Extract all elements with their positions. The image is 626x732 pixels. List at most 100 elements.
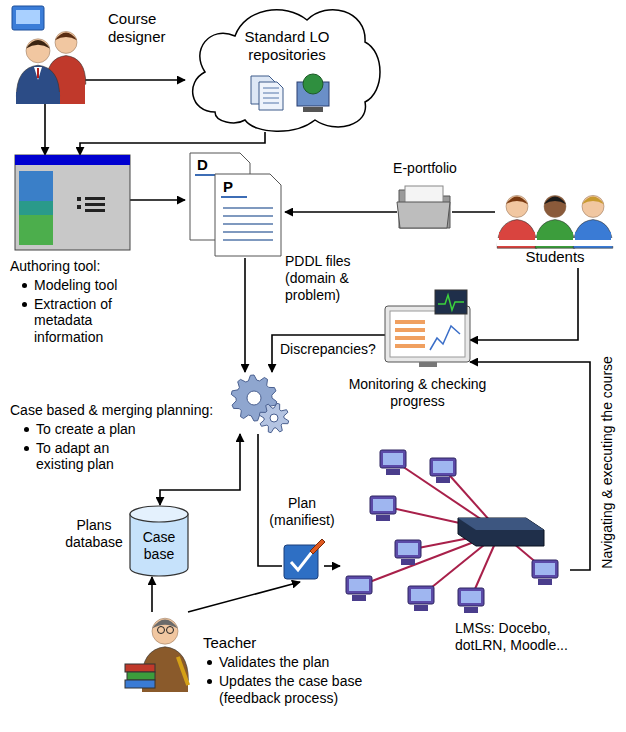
window-panel — [19, 171, 53, 201]
person-hair — [506, 197, 528, 205]
cloud-icon — [185, 0, 385, 132]
pc-display — [349, 579, 369, 591]
connector-arrow — [258, 434, 282, 566]
pc-screen — [370, 496, 396, 514]
node-label: Teacher — [203, 634, 313, 652]
bullet-text: Updates the case base (feedback process) — [205, 673, 400, 707]
connector-arrow — [285, 211, 397, 213]
book-icon — [125, 664, 155, 672]
pc-base — [414, 605, 428, 611]
pc-base — [538, 579, 552, 585]
person-head — [55, 31, 77, 53]
diagram-node: TeacherValidates the planUpdates the cas… — [125, 612, 465, 708]
node-label: Authoring tool: — [10, 258, 185, 275]
window-title-bar — [15, 155, 130, 165]
diagram-node: E-portfolio — [375, 160, 475, 232]
students-icon — [495, 188, 615, 246]
node-text: Case base — [128, 529, 190, 563]
bullet-text: Modeling tool — [20, 277, 160, 294]
node-label: Plans database — [60, 517, 128, 551]
gears-icon — [228, 372, 290, 434]
node-label: Course designer — [108, 10, 190, 46]
doc-line — [263, 88, 279, 89]
tie — [37, 68, 39, 78]
pulse-window — [435, 290, 467, 314]
check-mark — [291, 552, 312, 570]
screen-card — [16, 10, 40, 24]
pc-base — [376, 515, 390, 521]
diagram-node: Plans databaseCase base — [60, 505, 195, 579]
node-text: P — [223, 178, 239, 196]
screen-card — [12, 6, 44, 30]
window-icon — [77, 197, 81, 201]
diagram-node: Standard LO repositories — [185, 0, 385, 134]
connector-arrow — [44, 104, 46, 155]
diagram-node: LMSs: Docebo, dotLRN, Moodle... — [340, 448, 620, 656]
network-icon — [340, 448, 570, 613]
pc-display — [398, 543, 418, 555]
doc-line — [223, 207, 273, 209]
node-label: D — [197, 156, 213, 174]
pencil-icon — [176, 656, 190, 686]
doc-line — [263, 103, 279, 104]
connector-arrow — [470, 268, 578, 340]
shirt — [34, 67, 42, 80]
person-head — [26, 39, 50, 63]
bullet-text: To create a plan — [22, 421, 148, 438]
pc-screen — [408, 586, 434, 604]
node-label: E-portfolio — [375, 160, 475, 177]
window-icon — [15, 155, 130, 250]
designer-icon — [10, 4, 85, 104]
connector-arrow — [324, 565, 340, 567]
person-body — [537, 232, 573, 240]
person-head — [544, 195, 566, 217]
window-icon — [85, 197, 105, 200]
teacher-icon — [125, 612, 197, 692]
glasses — [167, 627, 174, 634]
edge-label: Discrepancies? — [278, 341, 378, 358]
connector-arrow — [130, 199, 185, 201]
bullet-text: To adapt an existing plan — [22, 440, 148, 474]
node-label: Students — [490, 248, 620, 266]
window-panel — [19, 171, 53, 245]
pc-display — [461, 591, 481, 603]
doc-line — [263, 98, 279, 99]
bullet-text: Validates the plan — [205, 654, 400, 671]
connector-arrow — [272, 335, 385, 372]
doc-line — [263, 93, 279, 94]
pc-screen — [430, 458, 456, 476]
connector-arrow — [80, 132, 265, 155]
server-icon — [458, 518, 544, 546]
person-body — [16, 92, 60, 104]
person-body — [575, 232, 611, 240]
doc-icon — [259, 82, 283, 110]
window-icon — [77, 205, 81, 209]
pc-base — [436, 477, 450, 483]
connector-arrow — [452, 211, 495, 213]
node-label: LMSs: Docebo, dotLRN, Moodle... — [455, 620, 583, 654]
pc-screen — [395, 540, 421, 558]
doc-line — [223, 239, 273, 241]
window-frame — [15, 155, 130, 250]
pc-screen — [380, 450, 406, 468]
book-icon — [127, 672, 155, 680]
node-text: PDDL files (domain & problem) — [285, 253, 380, 303]
window-icon — [85, 203, 105, 206]
pc-display — [535, 563, 555, 575]
doc-line — [223, 223, 273, 225]
pc-display — [383, 453, 403, 465]
person-head — [582, 195, 604, 217]
diagram-node: Authoring tool:Modeling toolExtraction o… — [10, 155, 185, 348]
chart-bar — [395, 328, 425, 332]
server-icon — [458, 518, 544, 530]
document-icon — [215, 174, 281, 256]
doc-line — [223, 215, 273, 217]
globe-icon — [303, 74, 323, 94]
person-body — [499, 232, 535, 240]
folder-icon — [397, 202, 450, 228]
person-hair — [26, 40, 50, 48]
person-hair — [152, 620, 178, 629]
connector-arrow — [188, 582, 300, 612]
